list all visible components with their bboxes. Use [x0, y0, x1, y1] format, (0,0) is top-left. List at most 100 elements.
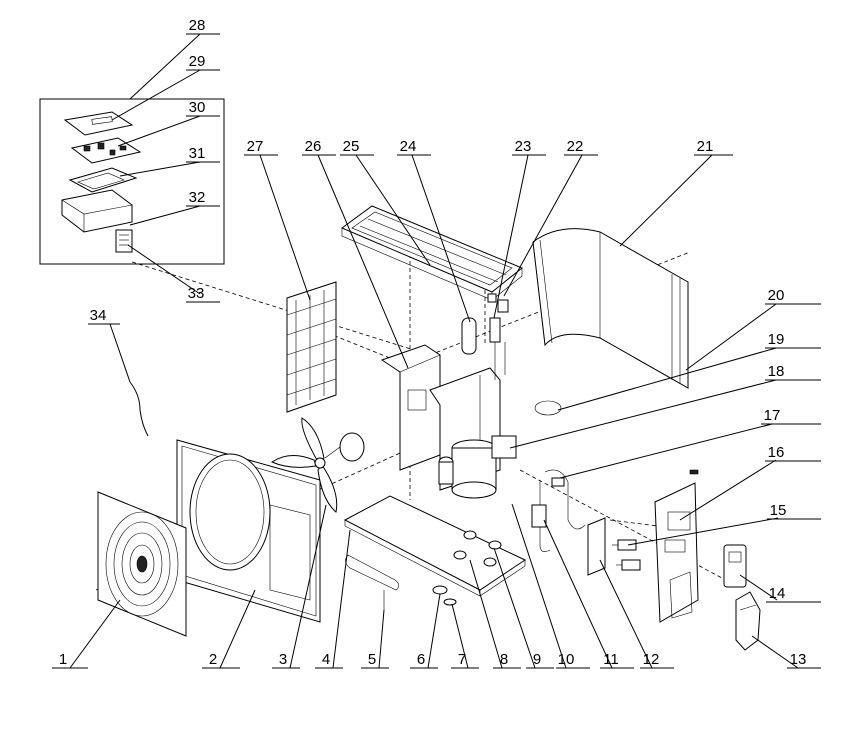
callout-7: 7: [451, 603, 479, 669]
reactor: [491, 435, 517, 459]
callout-leader-10: [511, 503, 567, 669]
callout-number-10: 10: [558, 651, 575, 668]
inset-frame: [39, 98, 225, 265]
callout-20: 20: [685, 287, 821, 371]
callout-9: 9: [493, 547, 554, 669]
callout-21: 21: [619, 138, 733, 247]
front-grille: [97, 491, 187, 637]
callout-number-32: 32: [189, 189, 206, 206]
callout-leader-32: [129, 205, 201, 226]
callout-number-20: 20: [768, 287, 785, 304]
terminal-block: [115, 229, 133, 253]
callout-leader-1: [69, 599, 121, 669]
callout-32: 32: [129, 189, 220, 226]
callout-leader-3: [289, 504, 327, 669]
callout-number-2: 2: [209, 651, 217, 668]
callout-number-6: 6: [417, 651, 425, 668]
callout-number-21: 21: [697, 138, 714, 155]
base-heater: [345, 554, 400, 610]
electric-box: [61, 189, 133, 233]
callout-leader-6: [427, 593, 441, 669]
callout-number-28: 28: [189, 17, 206, 34]
valve-support: [587, 517, 606, 576]
callout-number-18: 18: [768, 363, 785, 380]
callout-15: 15: [627, 502, 821, 546]
callout-leader-23: [493, 154, 529, 319]
callout-6: 6: [410, 593, 441, 669]
callout-16: 16: [679, 444, 821, 521]
callout-leader-25: [355, 154, 431, 266]
callout-8: 8: [469, 559, 521, 669]
callout-number-4: 4: [322, 651, 330, 668]
callout-leader-7: [451, 603, 469, 669]
callout-number-30: 30: [189, 99, 206, 116]
callout-leader-21: [619, 154, 713, 247]
callout-13: 13: [751, 635, 821, 669]
insulation-plate: [68, 167, 138, 193]
valves: [461, 293, 509, 380]
sensor-wire: [534, 400, 562, 416]
callout-22: 22: [503, 138, 598, 297]
front-panel: [176, 439, 321, 623]
callout-27: 27: [244, 138, 311, 301]
callout-number-13: 13: [790, 651, 807, 668]
right-side-panel: [654, 482, 699, 623]
callout-26: 26: [302, 138, 409, 369]
callout-number-26: 26: [305, 138, 322, 155]
condenser-coil: [532, 228, 689, 389]
callout-5: 5: [361, 609, 389, 669]
callout-leader-11: [543, 519, 613, 669]
callout-number-15: 15: [770, 502, 787, 519]
callout-leader-19: [557, 347, 777, 411]
callout-number-16: 16: [768, 444, 785, 461]
callout-29: 29: [111, 53, 220, 121]
pipe-assembly: [531, 469, 586, 552]
callout-1: 1: [52, 599, 121, 669]
callout-number-7: 7: [458, 651, 466, 668]
callout-number-34: 34: [90, 307, 107, 324]
stop-valves: [612, 539, 641, 571]
callout-leader-31: [119, 161, 201, 177]
callout-number-31: 31: [189, 145, 206, 162]
callout-leader-18: [509, 379, 777, 449]
callout-number-8: 8: [500, 651, 508, 668]
callout-leader-12: [599, 559, 653, 669]
callout-3: 3: [272, 504, 327, 669]
callout-number-3: 3: [279, 651, 287, 668]
callout-leader-26: [317, 154, 409, 369]
callout-18: 18: [509, 363, 821, 449]
valve-cover: [735, 591, 761, 651]
callout-leader-17: [559, 423, 773, 479]
callout-leader-2: [219, 589, 256, 669]
cable: [129, 381, 149, 437]
handle: [723, 544, 747, 588]
callout-leader-27: [259, 154, 311, 301]
callout-number-19: 19: [768, 331, 785, 348]
four-way-valve: [489, 317, 501, 343]
callout-number-14: 14: [769, 585, 786, 602]
top-cover: [340, 205, 523, 301]
callout-number-9: 9: [533, 651, 541, 668]
callout-number-17: 17: [764, 407, 781, 424]
callout-leader-22: [503, 154, 583, 297]
callout-number-22: 22: [567, 138, 584, 155]
callout-2: 2: [202, 589, 256, 669]
callout-leader-16: [679, 459, 777, 521]
callout-number-5: 5: [368, 651, 376, 668]
callout-leader-33: [127, 244, 201, 295]
callout-number-24: 24: [400, 138, 417, 155]
callout-17: 17: [559, 407, 821, 479]
callout-14: 14: [739, 574, 821, 603]
callout-leader-29: [111, 69, 201, 121]
callout-11: 11: [543, 519, 634, 669]
callout-23: 23: [493, 138, 546, 319]
callout-28: 28: [129, 17, 220, 100]
callout-leader-15: [627, 517, 779, 546]
base-pan: [343, 495, 527, 597]
callout-30: 30: [117, 99, 220, 147]
callout-leader-9: [493, 547, 536, 669]
compressor: [438, 439, 497, 499]
callout-number-23: 23: [515, 138, 532, 155]
